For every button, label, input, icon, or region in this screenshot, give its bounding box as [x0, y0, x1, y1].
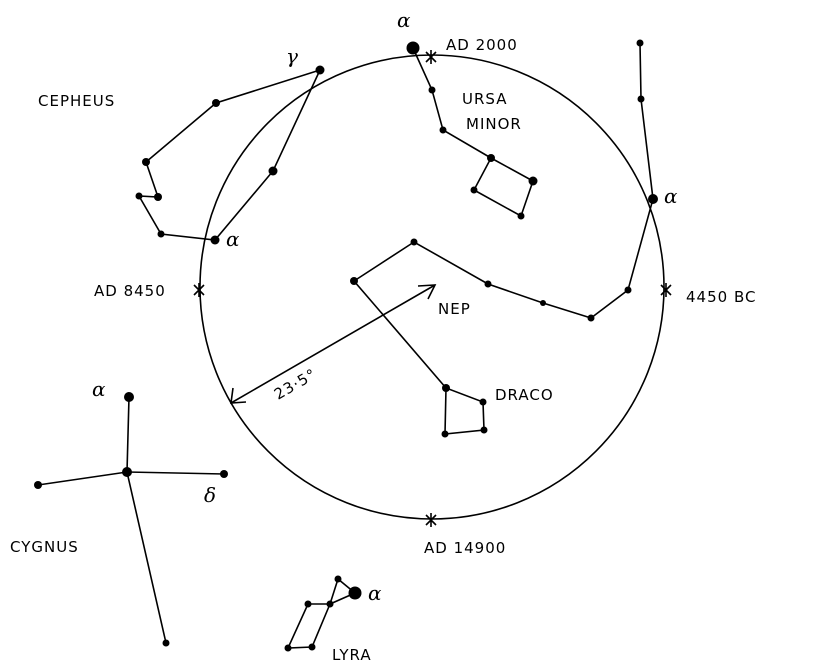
lyra-constellation [284, 575, 362, 652]
label-ad-2000: AD 2000 [446, 36, 518, 54]
label-polaris-alpha: α [397, 8, 412, 32]
label-angle: 23·5° [271, 365, 320, 404]
label-cygnus-delta: δ [204, 483, 217, 507]
label-nep: NEP [438, 300, 471, 318]
label-ad-14900: AD 14900 [424, 539, 506, 557]
label-cepheus-alpha: α [226, 227, 241, 251]
label-cygnus-alpha: α [92, 377, 107, 401]
label-draco: DRACO [495, 386, 554, 404]
label-minor: MINOR [466, 115, 522, 133]
label-cepheus: CEPHEUS [38, 92, 115, 110]
obliquity-arrow [230, 284, 437, 404]
label-cepheus-gamma: γ [286, 44, 299, 68]
draco-constellation [350, 39, 658, 438]
label-ad-8450: AD 8450 [94, 282, 166, 300]
label-thuban-alpha: α [664, 184, 679, 208]
label-cygnus: CYGNUS [10, 538, 79, 556]
epoch-markers [193, 50, 672, 527]
cepheus-constellation [135, 65, 325, 245]
label-lyra-alpha: α [368, 581, 383, 605]
label-lyra: LYRA [332, 646, 372, 664]
ursa-minor-constellation [406, 41, 538, 220]
cygnus-constellation [34, 392, 228, 647]
label-4450-bc: 4450 BC [686, 288, 756, 306]
label-ursa: URSA [462, 90, 507, 108]
